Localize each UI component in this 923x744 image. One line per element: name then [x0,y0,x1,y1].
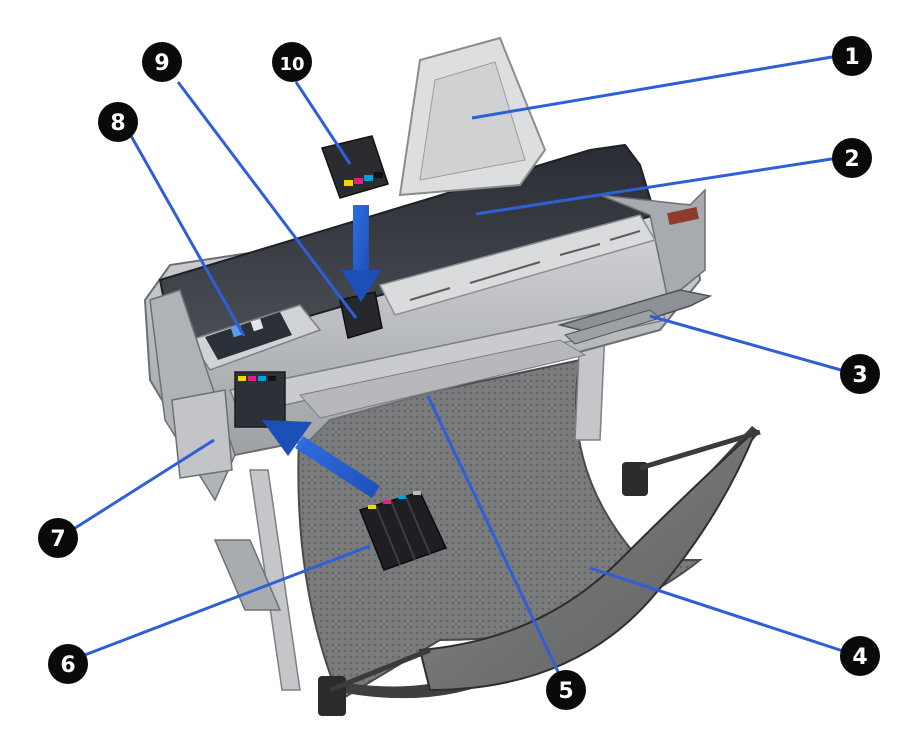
callout-9: 9 [142,42,182,82]
leader-2 [475,156,839,216]
callout-8-label: 8 [110,111,125,136]
callout-6-label: 6 [60,653,75,678]
callout-6: 6 [48,644,88,684]
printhead-insert-arrow [341,205,381,302]
cartridge-bay [234,371,286,428]
callout-2-label: 2 [844,147,859,172]
callout-10-label: 10 [279,54,304,75]
callout-2: 2 [832,138,872,178]
callout-3: 3 [840,354,880,394]
callout-3-label: 3 [852,363,867,388]
basket-clamp-right [622,462,648,496]
ink-cartridges [358,491,448,571]
interior-rollers [378,214,657,316]
front-paper-guide [299,339,587,419]
leader-10 [294,81,352,165]
cartridge-insert-arrow [262,420,380,498]
callout-1: 1 [832,36,872,76]
input-tray-inner [419,61,526,181]
basket-rod-left [329,647,431,693]
basket-rod-right [639,429,761,471]
basket-clamp-left [318,676,346,716]
callout-10: 10 [272,42,312,82]
leader-4 [589,566,847,654]
ink-cartridge-door [171,389,233,479]
callout-5-label: 5 [558,679,573,704]
hp-logo-plate [667,207,699,225]
stand-leg-left [249,469,301,691]
callout-7-label: 7 [50,527,65,552]
screen-icon-2 [250,318,264,332]
callout-5: 5 [546,670,586,710]
callout-4: 4 [840,636,880,676]
callout-8: 8 [98,102,138,142]
basket-front [418,429,757,692]
leader-7 [71,438,215,532]
leader-8 [128,133,246,337]
stand-foot-left [213,539,282,611]
front-panel-screen [205,312,292,360]
callout-7: 7 [38,518,78,558]
leader-9 [176,81,358,319]
leader-6 [81,544,371,658]
callout-1-label: 1 [844,45,859,70]
roller-details [409,230,641,301]
callout-4-label: 4 [852,645,867,670]
callout-9-label: 9 [154,51,169,76]
cartridge-bay-color-marks [238,376,276,381]
leader-3 [649,314,849,374]
printhead [321,135,389,199]
leader-1 [471,54,839,120]
leader-lines [71,54,849,677]
leader-5 [426,395,562,677]
